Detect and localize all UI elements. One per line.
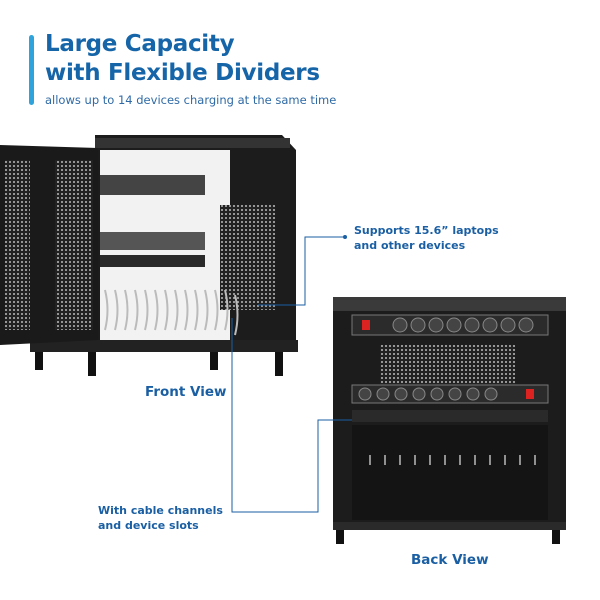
callout-cables: With cable channels and device slots (98, 503, 223, 533)
page-title: Large Capacity with Flexible Dividers (45, 30, 320, 88)
back-view-label: Back View (411, 552, 489, 568)
callout-laptops-line2: and other devices (354, 239, 466, 252)
accent-bar (29, 35, 34, 105)
callout-cables-line1: With cable channels (98, 504, 223, 517)
title-line-2: with Flexible Dividers (45, 60, 320, 86)
front-view-label: Front View (145, 384, 227, 400)
callout-laptops-line1: Supports 15.6” laptops (354, 224, 499, 237)
leader-lines (231, 236, 352, 513)
callout-laptops: Supports 15.6” laptops and other devices (354, 223, 499, 253)
title-line-1: Large Capacity (45, 31, 235, 57)
subtitle: allows up to 14 devices charging at the … (45, 93, 337, 107)
front-cabinet (0, 135, 298, 376)
back-cabinet (333, 297, 566, 544)
callout-cables-line2: and device slots (98, 519, 199, 532)
